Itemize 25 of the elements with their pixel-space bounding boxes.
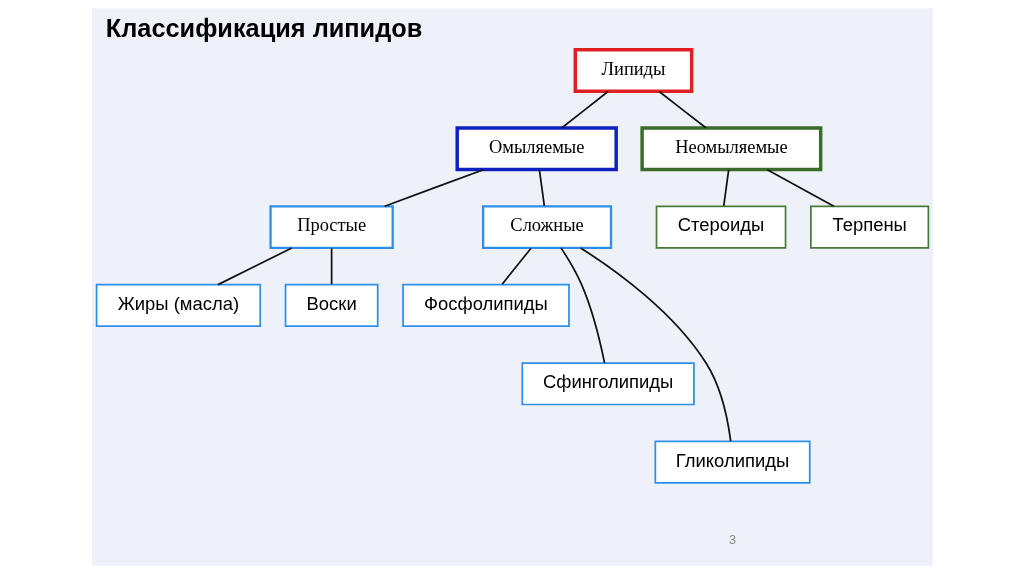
connector xyxy=(657,90,707,129)
node-box: Воски xyxy=(284,283,379,328)
diagram-title: Классификация липидов xyxy=(105,13,422,42)
connector xyxy=(216,247,293,286)
connector xyxy=(766,168,835,208)
connector xyxy=(559,247,605,364)
connector xyxy=(722,169,730,207)
node-box: Простые xyxy=(268,205,394,249)
label: 3 xyxy=(728,532,736,547)
connector xyxy=(500,247,532,286)
connector xyxy=(579,247,732,443)
node-box: Сфинголипиды xyxy=(520,362,695,406)
node-box: Терпены xyxy=(809,205,929,249)
node-box: Жиры (масла) xyxy=(95,283,261,328)
node-box: Фосфолипиды xyxy=(401,283,570,328)
node-box: Липиды xyxy=(573,47,693,93)
node-box: Стероиды xyxy=(655,205,786,249)
connector xyxy=(560,90,609,129)
node-box: Сложные xyxy=(481,205,612,249)
connector xyxy=(383,168,484,208)
node-box: Гликолипиды xyxy=(654,440,811,484)
node-box: Неомыляемые xyxy=(639,126,822,172)
connector xyxy=(330,247,332,286)
node-box: Омыляемые xyxy=(454,126,618,172)
connector xyxy=(538,169,545,207)
